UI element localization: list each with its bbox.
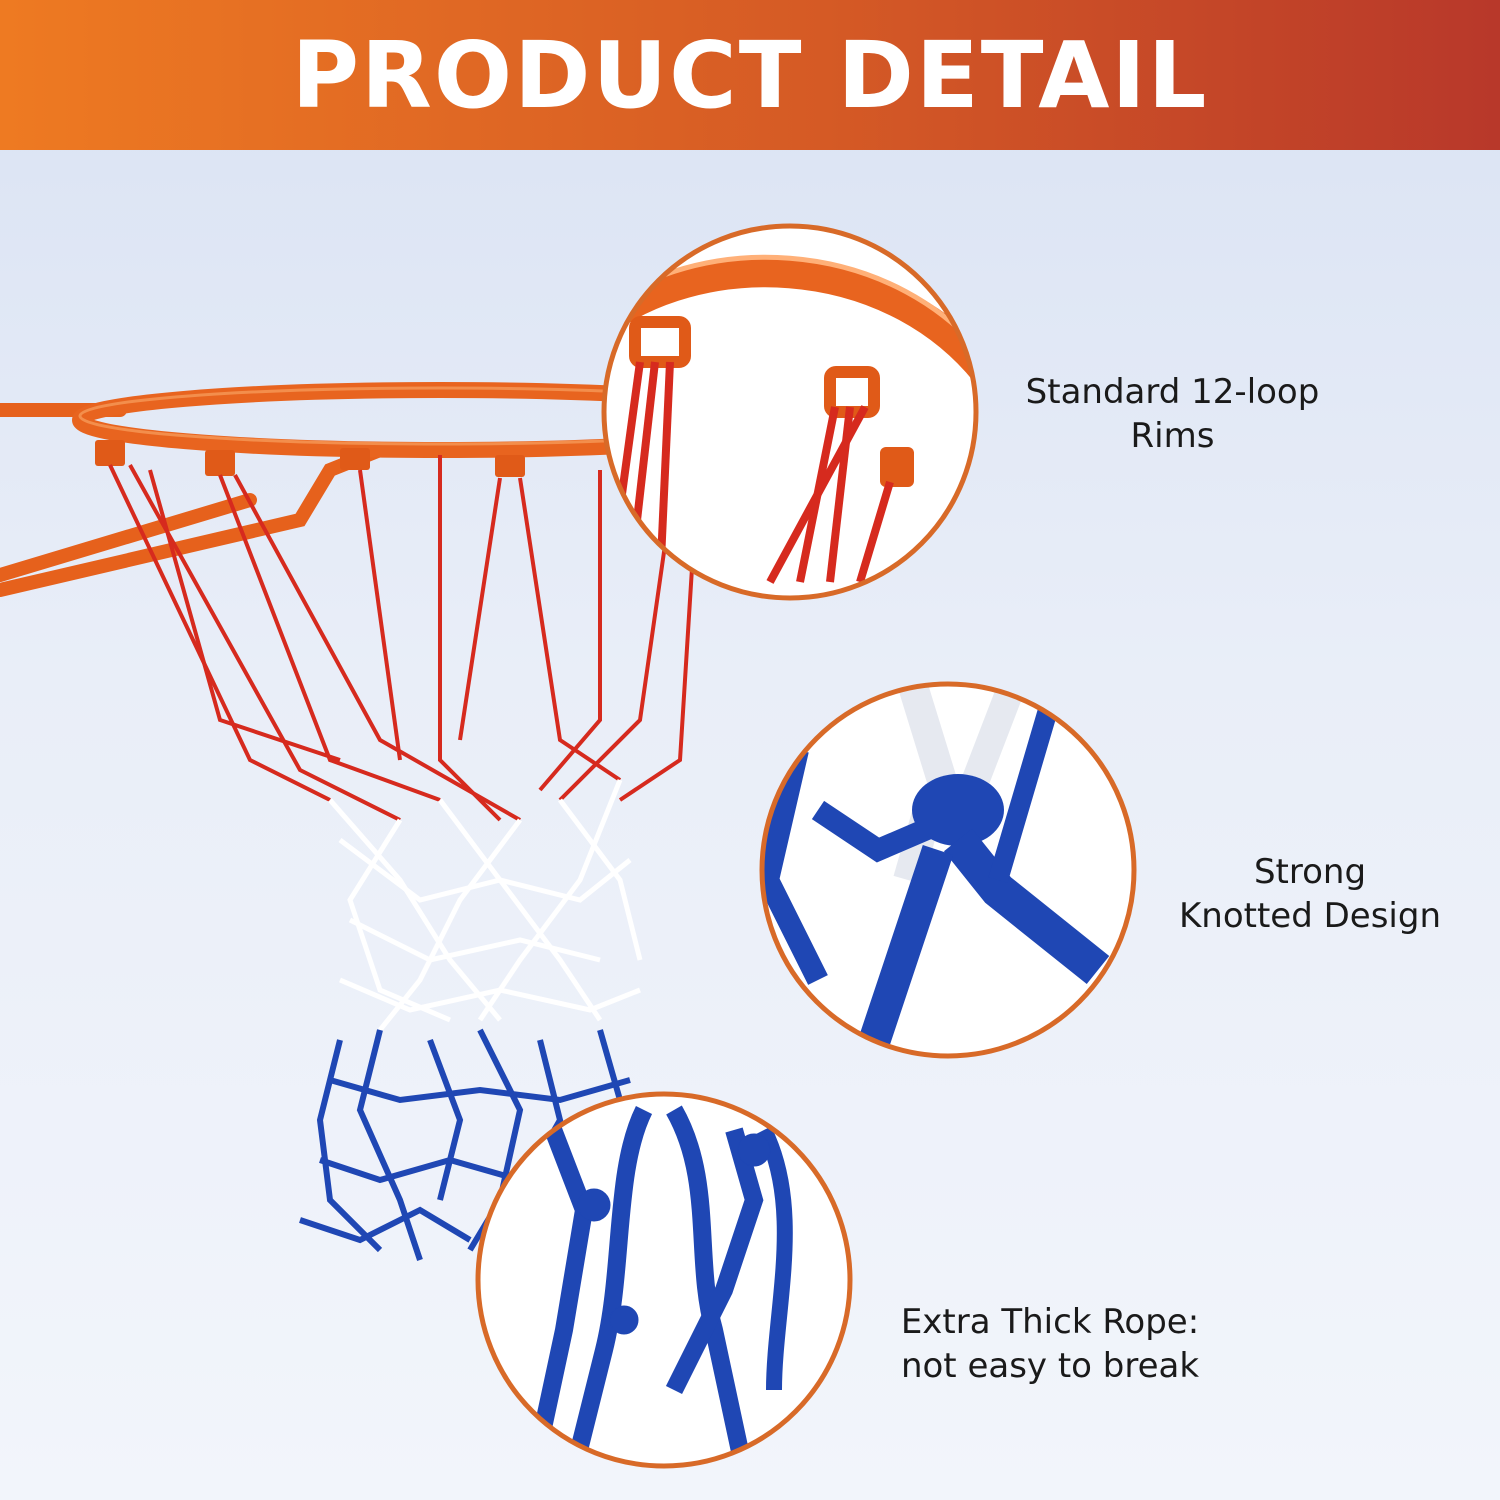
detail-circle-rope (475, 1091, 853, 1469)
feature-rims-text: Standard 12-loop Rims (1000, 370, 1345, 458)
feature-rope-line2: not easy to break (900, 1346, 1200, 1386)
feature-rope-line1: Extra Thick Rope: (900, 1302, 1200, 1342)
feature-knot-line1: Strong (1253, 852, 1367, 892)
net-white-section (328, 779, 643, 1032)
feature-knot-line2: Knotted Design (1178, 896, 1441, 936)
net-red-section (108, 439, 702, 822)
feature-rims-line1: Standard 12-loop (1025, 372, 1320, 412)
feature-knot-text: Strong Knotted Design (1160, 850, 1460, 938)
feature-rope-text: Extra Thick Rope: not easy to break (870, 1300, 1230, 1388)
header-banner: PRODUCT DETAIL (0, 0, 1500, 150)
detail-circle-rim (601, 223, 979, 601)
detail-circle-knot (759, 681, 1137, 1059)
net-blue-section (299, 1028, 631, 1261)
feature-rims-line2: Rims (1130, 416, 1215, 456)
banner-title: PRODUCT DETAIL (291, 21, 1209, 129)
basketball-hoop-image (0, 382, 808, 1261)
